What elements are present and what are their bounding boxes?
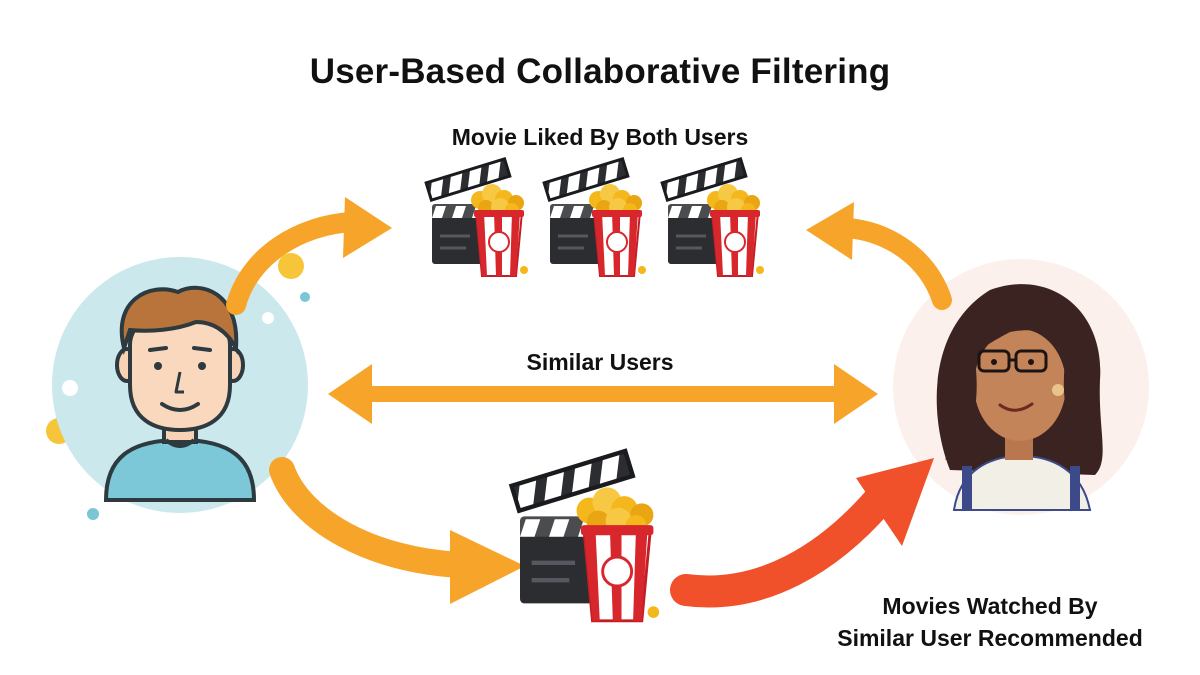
arrow-user-a-to-shared-movies (226, 197, 392, 315)
arrow-user-b-to-shared-movies (806, 202, 952, 310)
decor-dot (87, 508, 99, 520)
clapperboard-popcorn-icon (540, 157, 648, 278)
recommendation-label-line-1: Movies Watched By (882, 593, 1098, 619)
shared-movies-label: Movie Liked By Both Users (451, 124, 749, 150)
recommended-movie (509, 451, 659, 621)
clapperboard-popcorn-icon (658, 157, 766, 278)
arrow-user-a-to-recommended-movie (269, 457, 525, 604)
similarity-double-arrow (328, 364, 878, 424)
similarity-label: Similar Users (526, 349, 674, 375)
recommendation-label: Movies Watched By Similar User Recommend… (800, 590, 1180, 654)
user-a-avatar (52, 257, 308, 513)
shared-movie-1 (422, 157, 530, 278)
arrow-recommended-movie-to-user-b (670, 458, 934, 608)
diagram-title: User-Based Collaborative Filtering (309, 52, 891, 91)
decor-dot (300, 292, 310, 302)
clapperboard-popcorn-icon (422, 157, 530, 278)
decor-dot (278, 253, 304, 279)
recommendation-label-line-2: Similar User Recommended (837, 625, 1143, 651)
user-b-avatar (893, 259, 1149, 515)
male-user-avatar-icon (103, 285, 257, 502)
clapperboard-popcorn-icon (509, 451, 659, 621)
shared-movie-2 (540, 157, 648, 278)
female-user-avatar-icon (936, 284, 1103, 511)
shared-movie-3 (658, 157, 766, 278)
